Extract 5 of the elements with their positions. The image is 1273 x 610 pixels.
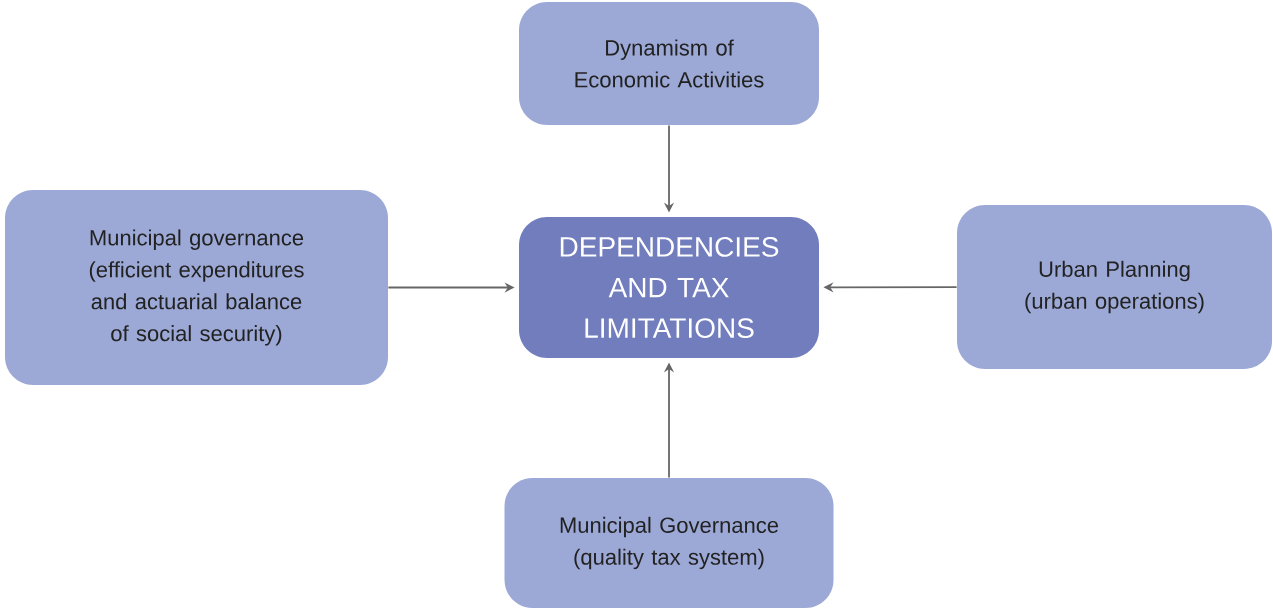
factor-box: Urban Planning (urban operations)	[957, 205, 1272, 369]
factor-box: Municipal Governance (quality tax system)	[504, 478, 834, 608]
factor-box: Dynamism of Economic Activities	[519, 2, 819, 125]
central-box: DEPENDENCIES AND TAX LIMITATIONS	[519, 217, 819, 358]
factor-box: Municipal governance (efficient expenditures and actuarial balance of social security)	[5, 190, 388, 385]
